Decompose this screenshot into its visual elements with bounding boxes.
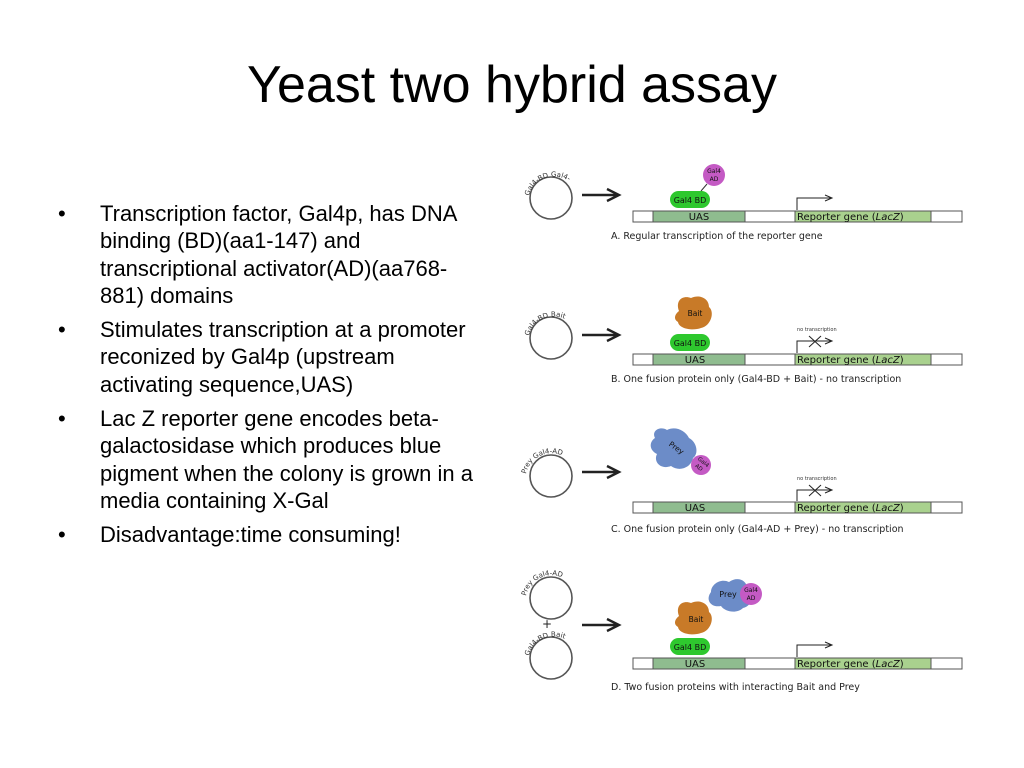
panel-caption: D. Two fusion proteins with interacting … [611,682,860,693]
reporter-gene-box [794,657,932,670]
gal4-bd-label: Gal4 BD [674,339,707,348]
gal4-bd-label: Gal4 BD [674,196,707,205]
gal4-ad-label-2: AD [693,463,703,473]
plasmid-label: Gal4-BD Gal4-AD [515,160,572,197]
prey-protein [650,428,697,469]
plus-sign: + [542,617,552,631]
plasmid-label: Prey Gal4-AD [520,447,564,474]
blocked-cross-icon [808,484,822,497]
gal4-ad-label-2: AD [710,176,719,183]
uas-label: UAS [689,212,710,223]
uas-box [652,501,746,514]
transcription-arrow-icon [796,641,834,657]
uas-box [652,657,746,670]
gal4-bd-protein [670,191,710,208]
gal4-ad-protein [691,455,711,475]
panel-a: Gal4-BD Gal4-AD UAS Reporter gene (LacZ)… [515,160,963,242]
bullet-text: Stimulates transcription at a promoter r… [100,317,466,397]
bullet-item: • Disadvantage:time consuming! [58,521,488,548]
transcription-arrow-icon [796,486,834,501]
panel-d: Prey Gal4-AD + Gal4-BD Bait UAS Reporter… [520,569,963,693]
reporter-gene-box [794,353,932,366]
gal4-ad-label-1: Gal4 [744,587,758,594]
gal4-ad-label-1: Gal4 [707,168,721,175]
plasmid-circle [529,176,573,220]
bait-label: Bait [688,309,703,318]
panel-b: Gal4-BD Bait UAS Reporter gene (LacZ) no… [523,296,963,385]
arrow-icon [582,464,622,480]
arrow-icon [582,187,622,203]
arrow-icon [582,617,622,633]
no-transcription-label: no transcription [797,476,837,482]
prey-protein [708,579,752,612]
plasmid-circle [529,636,573,680]
no-transcription-label: no transcription [797,327,837,333]
bullet-item: • Lac Z reporter gene encodes beta-galact… [58,405,488,514]
bullet-dot: • [58,317,66,343]
bullet-dot: • [58,522,66,548]
yeast-two-hybrid-diagram: Gal4-BD Gal4-AD UAS Reporter gene (LacZ)… [515,160,975,700]
panel-c: Prey Gal4-AD UAS Reporter gene (LacZ) no… [520,428,963,535]
bullet-item: • Stimulates transcription at a promoter … [58,316,488,398]
reporter-gene-box [794,501,932,514]
bullet-text: Transcription factor, Gal4p, has DNA bin… [100,201,457,308]
transcription-arrow-icon [796,194,834,210]
panel-caption: B. One fusion protein only (Gal4-BD + Ba… [611,374,901,385]
uas-label: UAS [685,659,706,670]
arrow-icon [582,327,622,343]
transcription-arrow-icon [796,337,834,353]
bait-protein [675,601,712,635]
plasmid-circle [529,454,573,498]
reporter-gene-box [794,210,932,223]
plasmid-label: Prey Gal4-AD [520,569,564,596]
bullet-text: Disadvantage:time consuming! [100,522,401,548]
panel-caption: C. One fusion protein only (Gal4-AD + Pr… [611,524,904,535]
uas-box [652,210,746,223]
bullet-list: • Transcription factor, Gal4p, has DNA bi… [58,200,488,556]
gal4-bd-protein [670,638,710,655]
uas-label: UAS [685,503,706,514]
bait-label: Bait [689,615,704,624]
plasmid-circle [529,316,573,360]
slide-title: Yeast two hybrid assay [247,56,777,114]
prey-label: Prey [719,590,737,599]
bullet-text: Lac Z reporter gene encodes beta-galacto… [100,406,473,513]
gal4-bd-label: Gal4 BD [674,643,707,652]
uas-box [652,353,746,366]
bait-protein [675,296,712,330]
gal4-bd-protein [670,334,710,351]
gal4-ad-label-2: AD [747,595,756,602]
blocked-cross-icon [808,335,822,348]
gal4-ad-protein [740,583,762,605]
bullet-dot: • [58,201,66,226]
plasmid-label: Gal4-BD Bait [523,631,567,657]
bullet-item: • Transcription factor, Gal4p, has DNA bi… [58,200,488,309]
reporter-gene-label: Reporter gene (LacZ) [797,659,904,670]
plasmid-label: Gal4-BD Bait [523,311,567,337]
panel-caption: A. Regular transcription of the reporter… [611,231,823,242]
reporter-gene-label: Reporter gene (LacZ) [797,212,904,223]
reporter-gene-label: Reporter gene (LacZ) [797,355,904,366]
plasmid-circle [529,576,573,620]
uas-label: UAS [685,355,706,366]
reporter-gene-label: Reporter gene (LacZ) [797,503,904,514]
gal4-ad-protein [703,164,725,186]
diagram-svg: Gal4-BD Gal4-AD UAS Reporter gene (LacZ)… [515,160,963,693]
bullet-dot: • [58,406,66,432]
